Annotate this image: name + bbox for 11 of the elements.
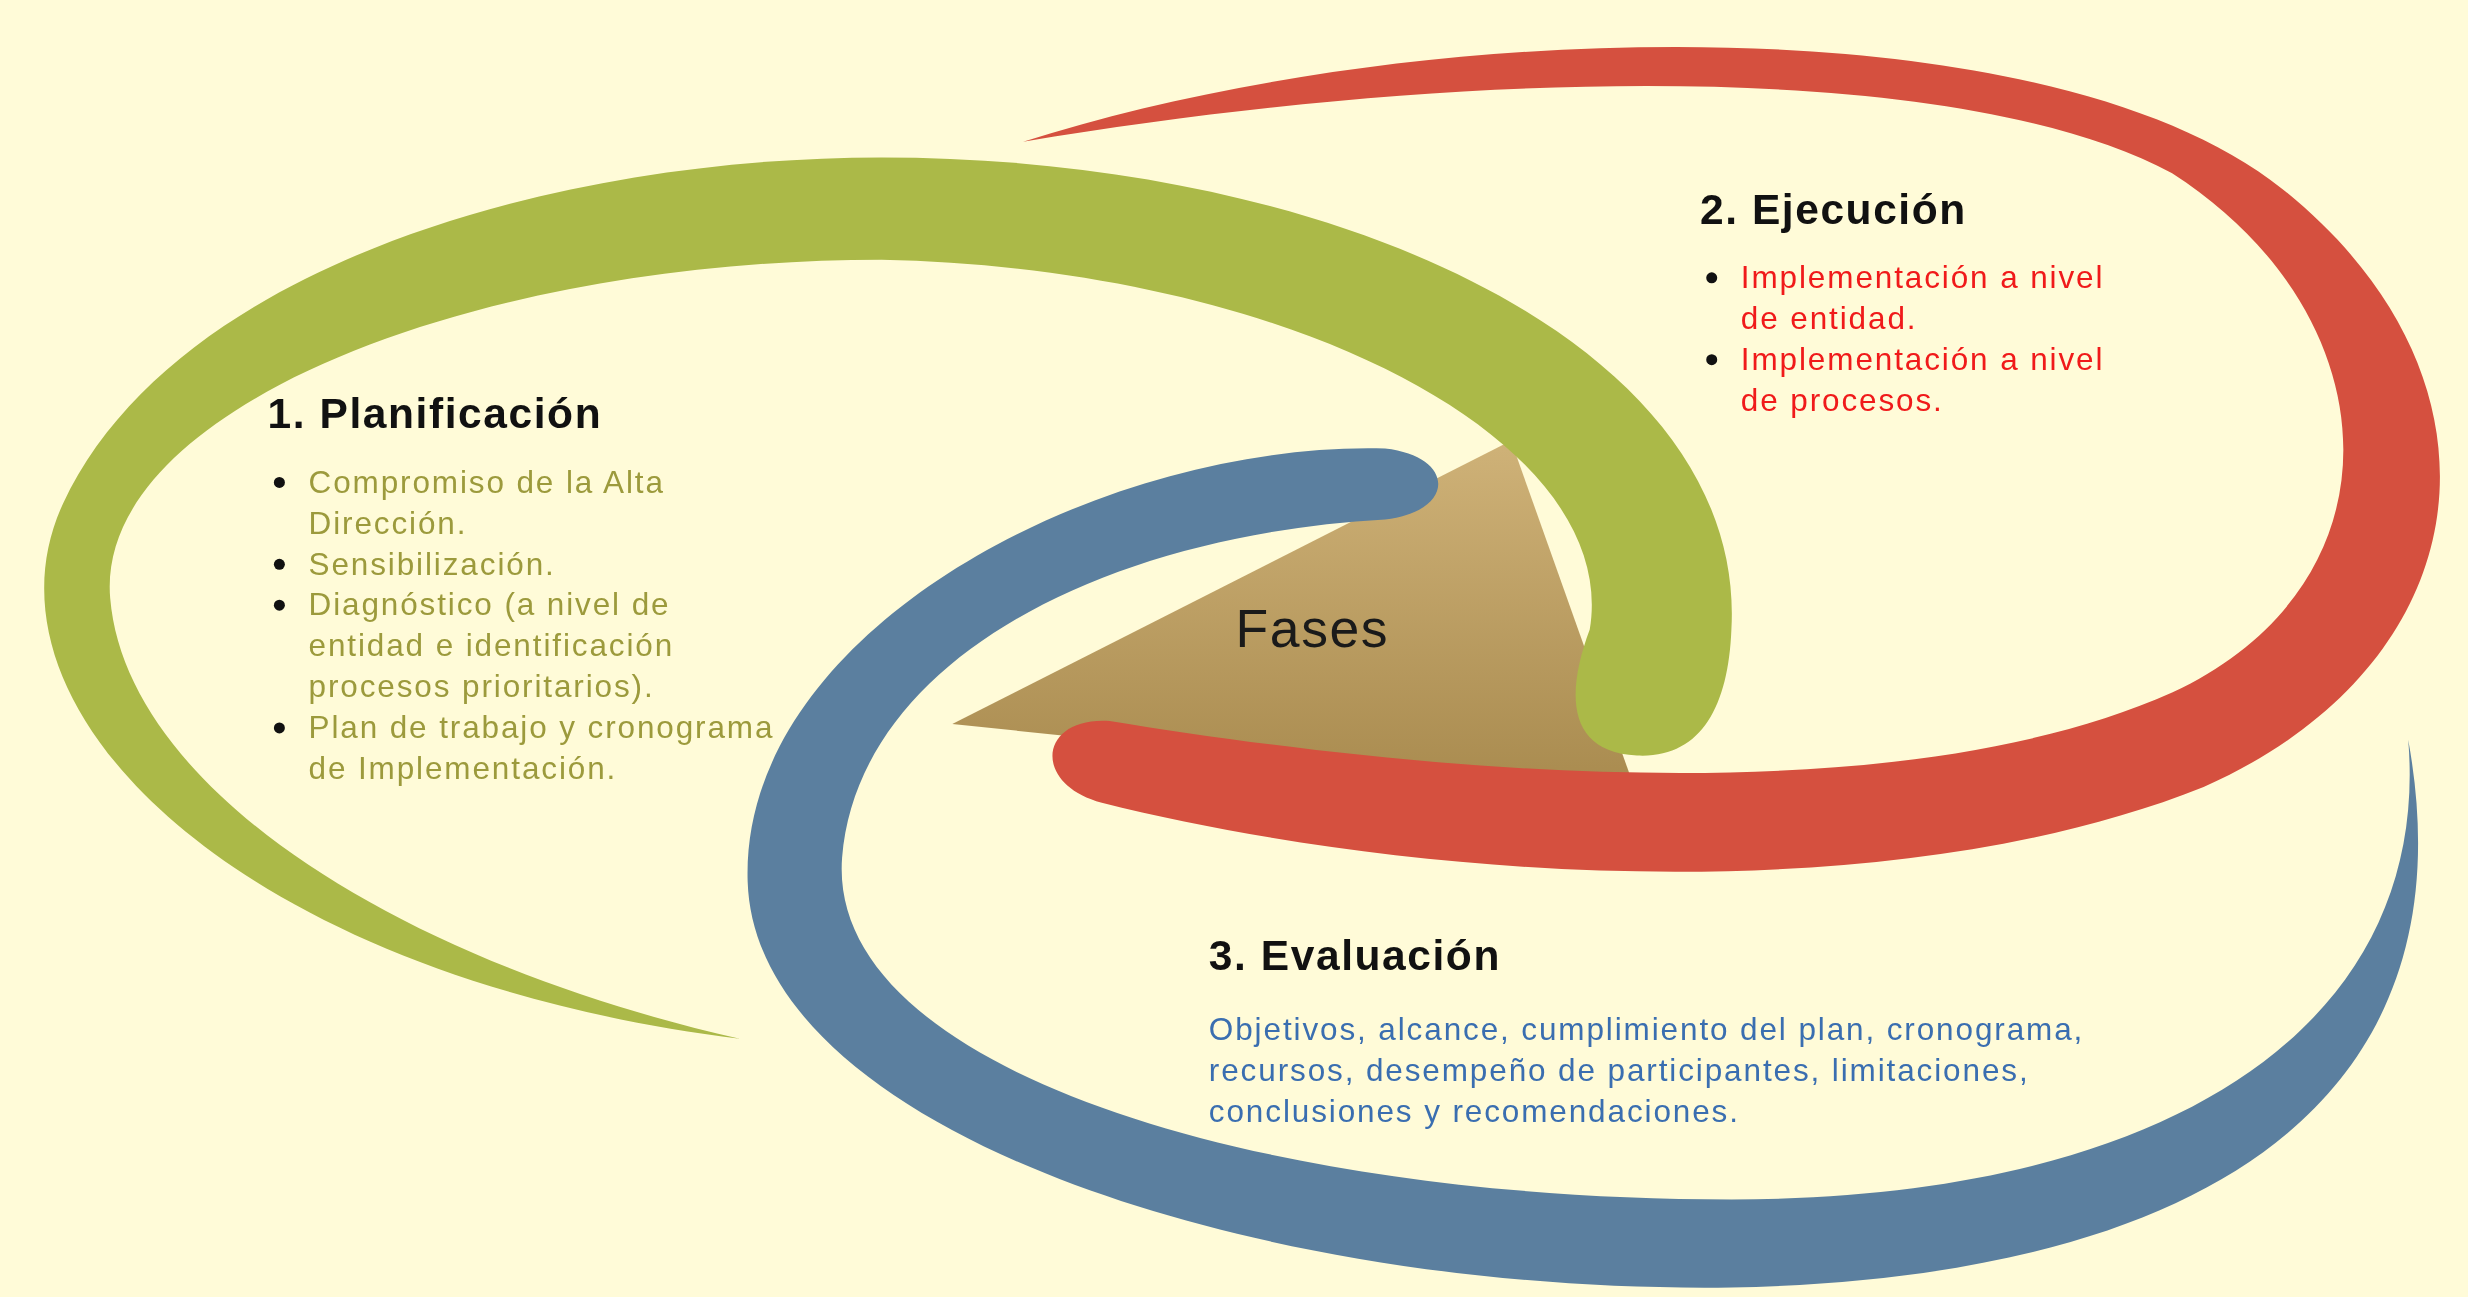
phase-heading: 2. Ejecución: [1699, 185, 1967, 235]
bullet-text: Plan de trabajo y cronograma de Implementación.: [308, 709, 775, 786]
phase-heading: 3. Evaluación: [1208, 931, 1501, 981]
center-label: Fases: [1235, 598, 1390, 658]
bullet-text: Implementación a nivel de procesos.: [1740, 341, 2105, 418]
bullet-text: Compromiso de la Alta Dirección.: [308, 464, 665, 540]
phase-heading: 1. Planificación: [267, 390, 603, 440]
bullet-text: Sensibilización.: [308, 546, 556, 581]
description-text: Objetivos, alcance, cumplimiento del plan, cronograma, recursos, desempeño de participantes, limitaciones, conclusiones y recomendaciones.: [1208, 1011, 2086, 1131]
bullet-text: Diagnóstico (a nivel de entidad e identificación procesos prioritarios).: [308, 587, 675, 704]
bullet-text: Implementación a nivel de entidad.: [1740, 259, 2105, 336]
